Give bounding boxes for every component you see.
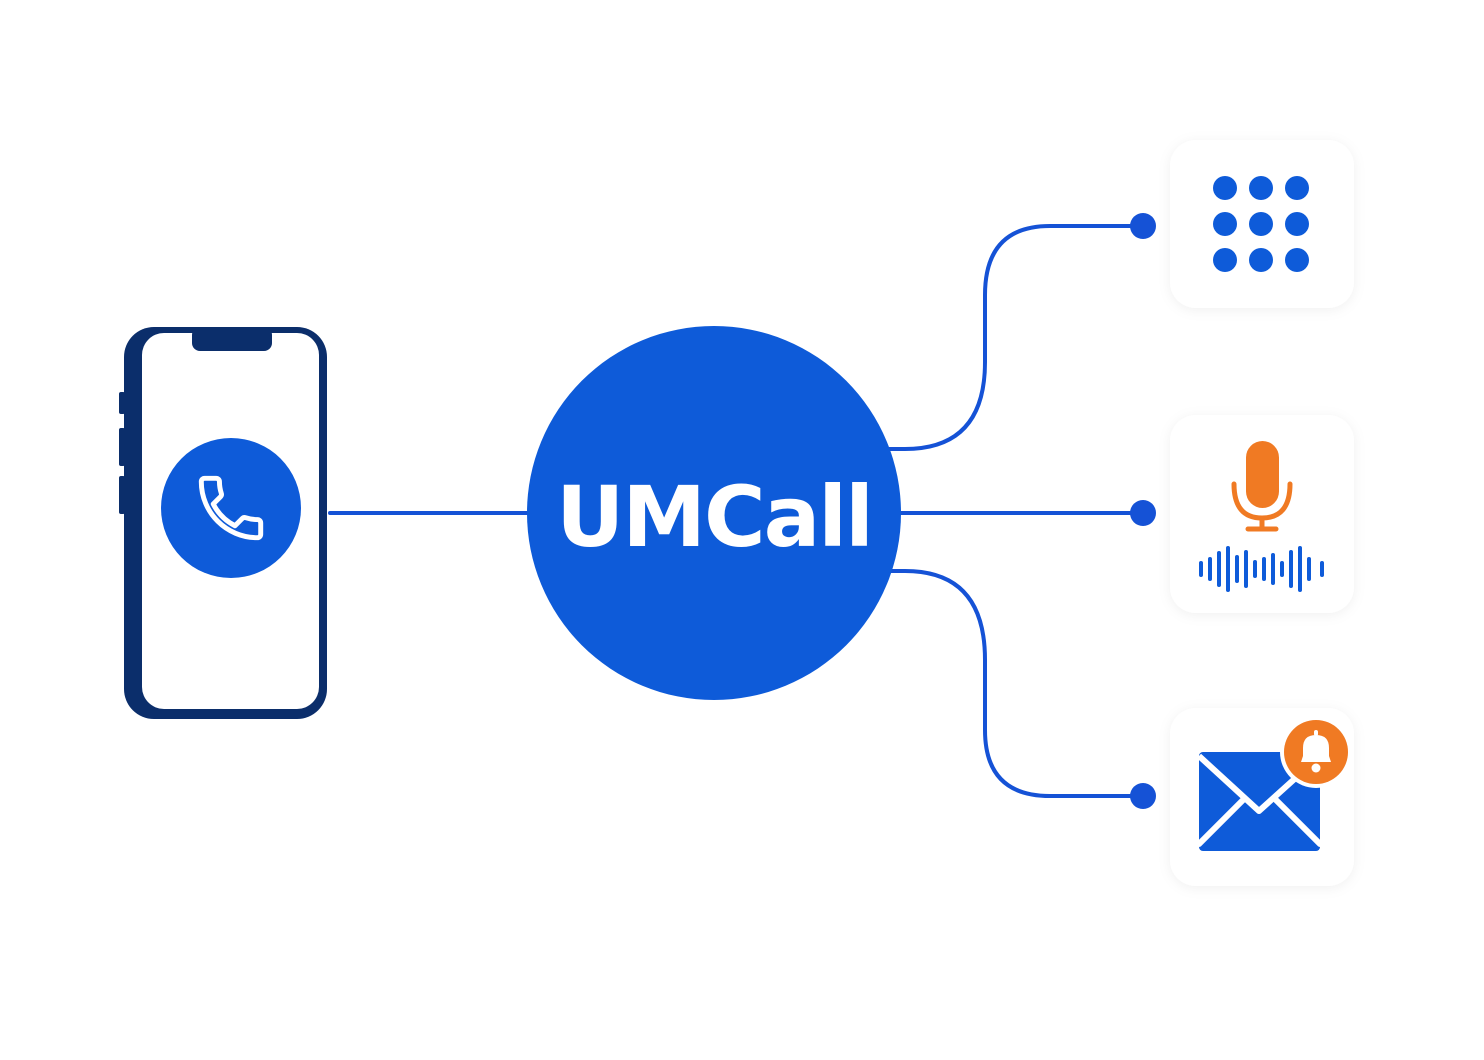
connector-endpoints	[1130, 213, 1156, 809]
endpoint-dot-voice	[1130, 500, 1156, 526]
connectors	[328, 224, 1145, 798]
email-tile	[1170, 708, 1354, 886]
hub-label: UMCall	[556, 468, 872, 566]
connector-hub-to-email	[888, 569, 1145, 798]
umcall-hub: UMCall	[527, 326, 901, 700]
keypad-icon	[1213, 176, 1309, 272]
voice-tile	[1170, 415, 1354, 613]
endpoint-dot-keypad	[1130, 213, 1156, 239]
endpoint-dot-email	[1130, 783, 1156, 809]
connector-hub-to-keypad	[886, 224, 1145, 451]
envelope-icon	[1196, 752, 1323, 851]
phone-call-badge	[161, 438, 301, 578]
microphone-icon	[1231, 441, 1293, 532]
notification-bell-icon	[1280, 716, 1352, 788]
smartphone-icon	[119, 327, 327, 719]
soundwave-icon	[1199, 546, 1324, 592]
keypad-tile	[1170, 140, 1354, 308]
phone-handset-icon	[198, 475, 264, 541]
phone-notch	[192, 327, 272, 351]
